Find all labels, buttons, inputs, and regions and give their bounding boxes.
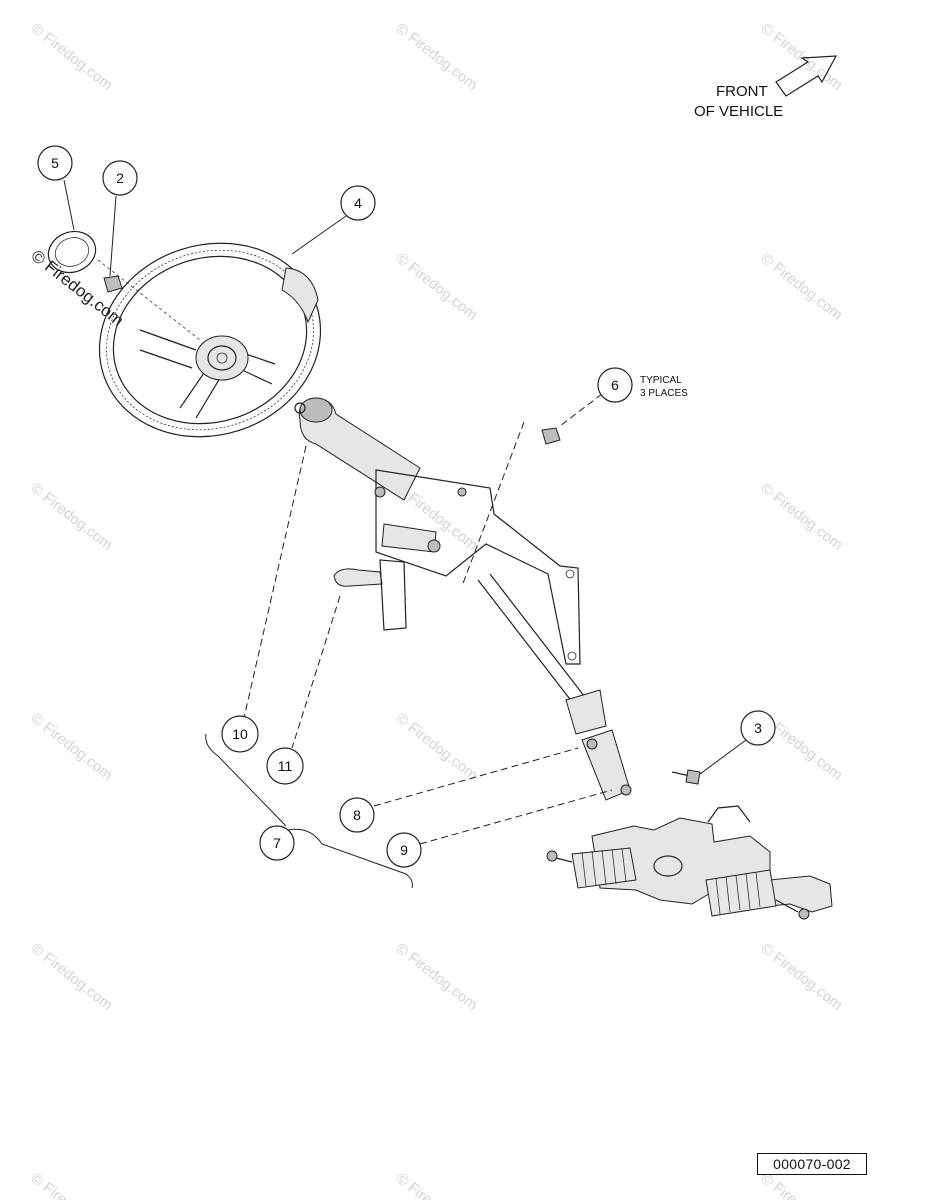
front-label-line2: OF VEHICLE — [694, 103, 783, 120]
watermark-text: © Firedog.com — [393, 250, 481, 324]
typical-note: TYPICAL 3 PLACES — [640, 375, 688, 399]
watermark-text: © Firedog.com — [393, 1170, 481, 1200]
column-mount-bracket — [374, 469, 581, 665]
front-direction-indicator: FRONT OF VEHICLE — [694, 55, 838, 120]
universal-joint — [581, 729, 632, 801]
watermark-layer: © Firedog.com © Firedog.com © Firedog.co… — [28, 20, 846, 1200]
callout-2: 2 — [102, 160, 138, 196]
steering-nut — [97, 259, 201, 341]
figure-code: 000070-002 — [757, 1153, 867, 1175]
callout-label: 5 — [51, 155, 59, 171]
callout-6: 6 — [597, 367, 633, 403]
horn-cap — [47, 230, 97, 274]
watermark-text: © Firedog.com — [393, 940, 481, 1014]
steering-column — [294, 397, 607, 735]
callout-label: 10 — [232, 726, 248, 742]
callout-label: 8 — [353, 807, 361, 823]
steering-rack — [546, 805, 833, 920]
watermark-text: © Firedog.com — [758, 250, 846, 324]
front-label-line1: FRONT — [716, 83, 768, 100]
callout-11: 11 — [266, 747, 304, 785]
callout-layer: 5 2 4 6 10 11 7 8 9 3 — [37, 145, 776, 868]
callout-label: 9 — [400, 842, 408, 858]
watermark-text: © Firedog.com — [758, 940, 846, 1014]
callout-8: 8 — [339, 797, 375, 833]
callout-9: 9 — [386, 832, 422, 868]
watermark-text: © Firedog.com — [28, 480, 116, 554]
callout-10: 10 — [221, 715, 259, 753]
watermark-text: © Firedog.com — [758, 480, 846, 554]
typical-note-line2: 3 PLACES — [640, 388, 688, 399]
callout-4: 4 — [340, 185, 376, 221]
watermark-text: © Firedog.com — [28, 1170, 116, 1200]
callout-label: 3 — [754, 720, 762, 736]
watermark-text: © Firedog.com — [28, 710, 116, 784]
callout-label: 6 — [611, 377, 619, 393]
figure-code-label: 000070-002 — [773, 1156, 851, 1172]
callout-7: 7 — [259, 825, 295, 861]
callout-5: 5 — [37, 145, 73, 181]
leader-lines — [63, 179, 747, 889]
watermark-text: © Firedog.com — [393, 20, 481, 94]
typical-note-line1: TYPICAL — [640, 375, 682, 386]
callout-3: 3 — [740, 710, 776, 746]
tilt-lever — [333, 559, 407, 631]
watermark-text: © Firedog.com — [393, 710, 481, 784]
rack-bolt — [671, 769, 701, 785]
watermark-text: © Firedog.com — [28, 940, 116, 1014]
steering-wheel — [98, 242, 322, 438]
watermark-text: © Firedog.com — [28, 20, 116, 94]
callout-label: 11 — [278, 758, 293, 774]
callout-label: 4 — [354, 195, 362, 211]
callout-label: 2 — [116, 170, 124, 186]
callout-label: 7 — [273, 835, 281, 851]
bracket-nut — [541, 427, 561, 445]
front-arrow-icon — [775, 55, 838, 97]
